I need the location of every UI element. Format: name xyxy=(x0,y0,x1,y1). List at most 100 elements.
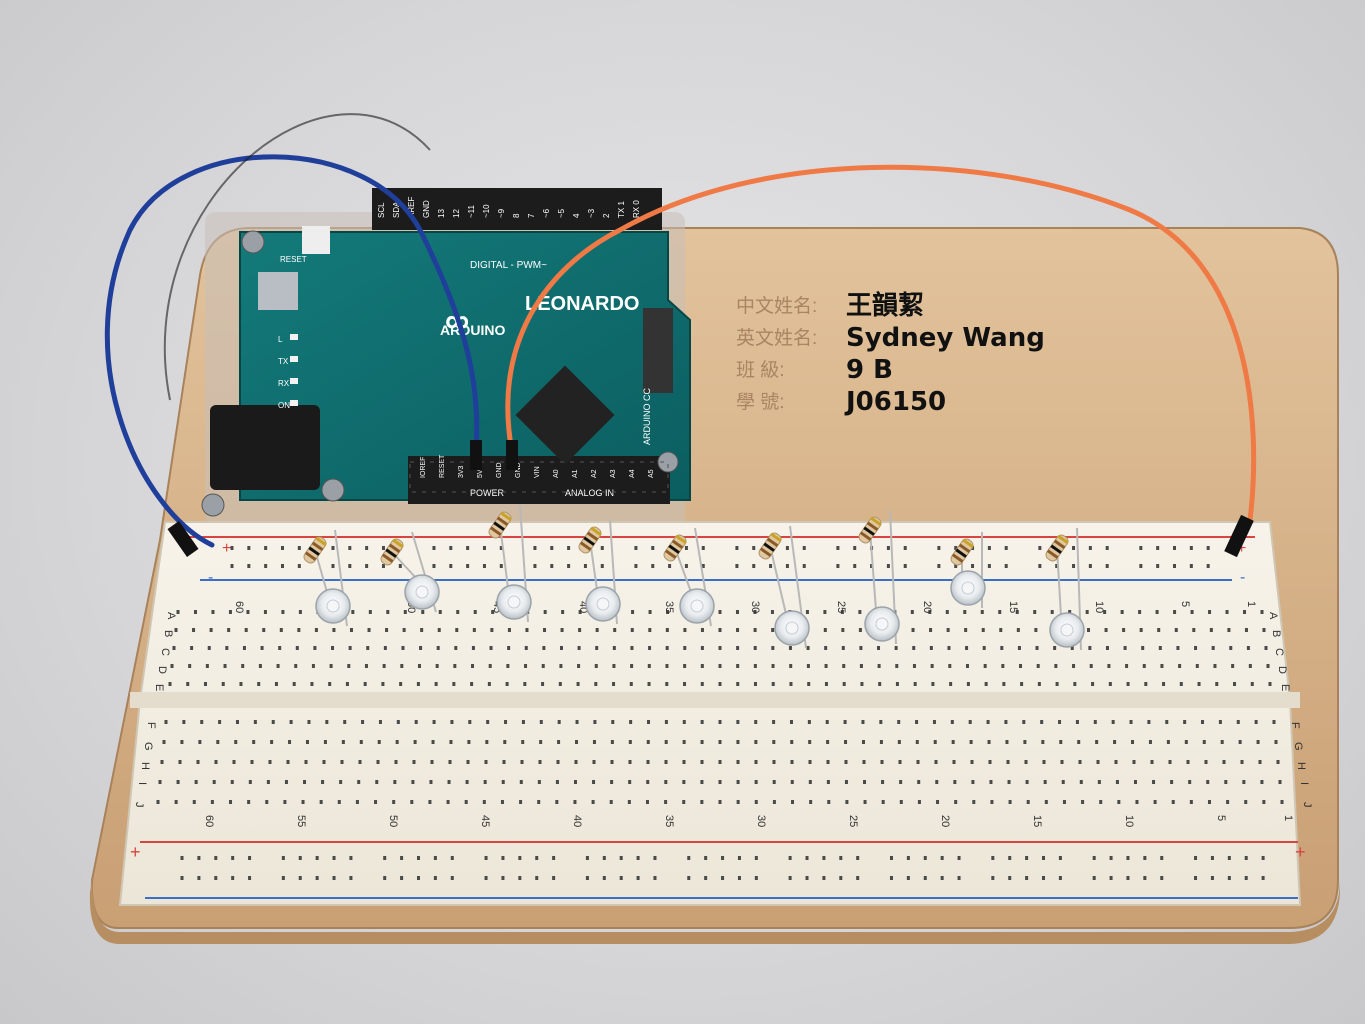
breadboard-hole xyxy=(916,760,920,764)
breadboard-hole xyxy=(700,628,704,632)
breadboard-hole xyxy=(361,720,365,724)
row-letter: J xyxy=(1301,802,1313,808)
breadboard-hole xyxy=(468,720,472,724)
breadboard-hole xyxy=(957,856,961,860)
breadboard-hole xyxy=(1157,628,1161,632)
breadboard-hole xyxy=(806,664,810,668)
breadboard-hole xyxy=(381,564,385,568)
breadboard-hole xyxy=(1222,760,1226,764)
breadboard-hole xyxy=(521,720,525,724)
breadboard-hole xyxy=(227,628,231,632)
breadboard-hole xyxy=(823,628,827,632)
breadboard-hole xyxy=(1097,780,1101,784)
rail-plus-bottom-left: + xyxy=(130,842,141,862)
status-led xyxy=(290,378,298,384)
breadboard-hole xyxy=(1038,546,1042,550)
breadboard-hole xyxy=(1087,628,1091,632)
breadboard-hole xyxy=(822,856,826,860)
breadboard-hole xyxy=(772,760,776,764)
breadboard-hole xyxy=(1197,682,1201,686)
breadboard-hole xyxy=(429,780,433,784)
breadboard-hole xyxy=(395,740,399,744)
resistor xyxy=(858,516,882,544)
power-analog-pin-label: RESET xyxy=(439,454,446,478)
name-plate-value: 王韻絜 xyxy=(846,290,924,321)
breadboard-hole xyxy=(736,760,740,764)
status-led xyxy=(290,334,298,340)
breadboard-hole xyxy=(341,740,345,744)
breadboard-hole xyxy=(808,740,812,744)
breadboard-hole xyxy=(1025,876,1029,880)
led-lens xyxy=(596,597,610,611)
breadboard-hole xyxy=(241,664,245,668)
breadboard-hole xyxy=(1120,610,1124,614)
digital-pin-label: 8 xyxy=(512,213,521,218)
breadboard-hole xyxy=(194,780,198,784)
breadboard-hole xyxy=(991,876,995,880)
power-header-label: POWER xyxy=(470,488,505,498)
breadboard-hole xyxy=(1007,780,1011,784)
breadboard-hole xyxy=(881,800,885,804)
column-number: 20 xyxy=(939,815,951,827)
breadboard-hole xyxy=(1148,740,1152,744)
breadboard-hole xyxy=(970,760,974,764)
breadboard-hole xyxy=(772,740,776,744)
breadboard-hole xyxy=(842,682,846,686)
power-analog-pin-label: GND xyxy=(496,462,503,478)
breadboard-hole xyxy=(592,760,596,764)
breadboard-hole xyxy=(653,876,657,880)
breadboard-hole xyxy=(592,740,596,744)
breadboard-hole xyxy=(772,800,776,804)
breadboard-hole xyxy=(735,610,739,614)
breadboard-hole xyxy=(1075,720,1079,724)
breadboard-hole xyxy=(1280,800,1284,804)
breadboard-hole xyxy=(839,876,843,880)
breadboard-hole xyxy=(954,564,958,568)
breadboard-hole xyxy=(1096,760,1100,764)
breadboard-hole xyxy=(665,646,669,650)
breadboard-hole xyxy=(262,628,266,632)
breadboard-hole xyxy=(314,628,318,632)
breadboard-hole xyxy=(270,740,274,744)
breadboard-hole xyxy=(416,856,420,860)
breadboard-hole xyxy=(1111,720,1115,724)
breadboard-hole xyxy=(186,682,190,686)
breadboard-hole xyxy=(807,720,811,724)
breadboard-hole xyxy=(754,720,758,724)
breadboard-hole xyxy=(856,876,860,880)
breadboard-hole xyxy=(432,546,436,550)
breadboard-hole xyxy=(412,760,416,764)
breadboard-hole xyxy=(471,646,475,650)
breadboard-hole xyxy=(683,682,687,686)
breadboard-hole xyxy=(886,546,890,550)
breadboard-hole xyxy=(912,646,916,650)
breadboard-hole xyxy=(752,546,756,550)
breadboard-hole xyxy=(721,876,725,880)
breadboard-hole xyxy=(1178,664,1182,668)
breadboard-hole xyxy=(1248,664,1252,668)
breadboard-hole xyxy=(789,720,793,724)
power-analog-pin-label: VIN xyxy=(534,466,541,478)
breadboard-hole xyxy=(879,740,883,744)
breadboard-hole xyxy=(954,800,958,804)
breadboard-hole xyxy=(322,760,326,764)
digital-pin-label: ~9 xyxy=(497,208,506,218)
breadboard-hole xyxy=(1206,564,1210,568)
breadboard-hole xyxy=(253,720,257,724)
row-letter: E xyxy=(153,684,165,691)
breadboard-hole xyxy=(180,856,184,860)
breadboard-hole xyxy=(340,760,344,764)
breadboard-hole xyxy=(1160,664,1164,668)
breadboard-hole xyxy=(683,628,687,632)
breadboard-hole xyxy=(484,760,488,764)
breadboard-hole xyxy=(472,628,476,632)
breadboard-hole xyxy=(836,564,840,568)
breadboard-hole xyxy=(664,800,668,804)
breadboard-hole xyxy=(704,856,708,860)
breadboard-hole xyxy=(420,628,424,632)
breadboard-hole xyxy=(1226,800,1230,804)
breadboard-hole xyxy=(1210,856,1214,860)
breadboard-hole xyxy=(292,682,296,686)
